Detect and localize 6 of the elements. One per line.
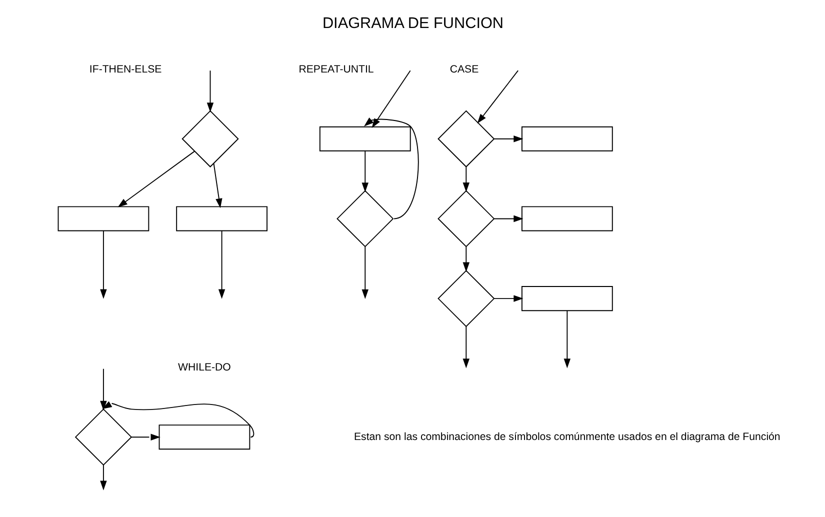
label: CASE <box>449 63 478 76</box>
label: IF-THEN-ELSE <box>88 63 162 76</box>
label: Estan son las combinaciones de símbolos comúnmente usados en el diagrama de Función <box>354 430 780 443</box>
label: REPEAT-UNTIL <box>298 63 374 76</box>
diagram-title: DIAGRAMA DE FUNCION <box>322 15 504 32</box>
label: WHILE-DO <box>178 362 230 374</box>
